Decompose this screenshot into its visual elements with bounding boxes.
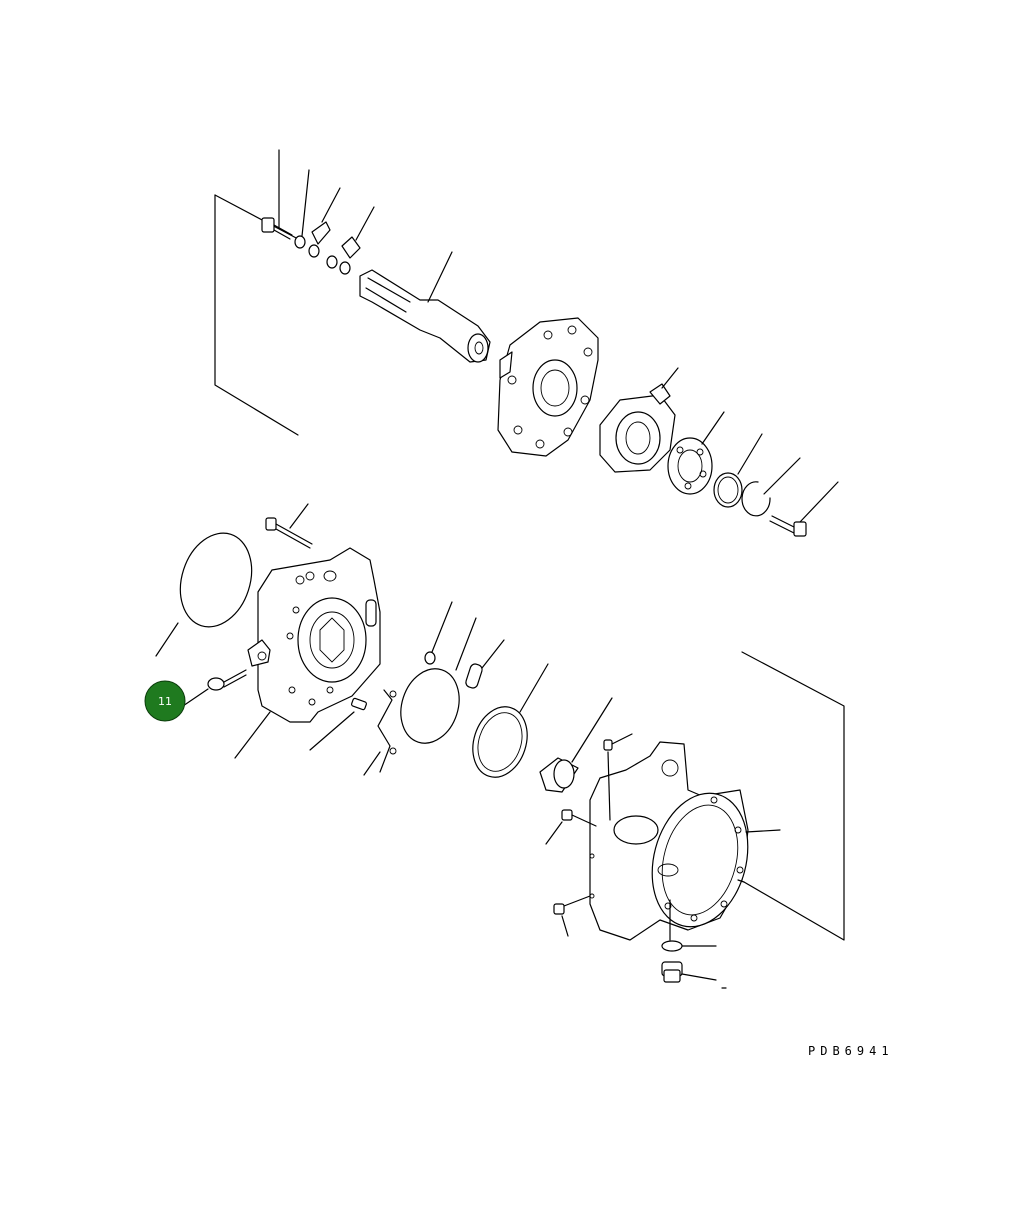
- snap-ring-1: [713, 433, 763, 508]
- bolt-upper: [261, 149, 293, 240]
- gasket: [363, 689, 397, 776]
- valve-housing: [234, 547, 381, 759]
- drive-shaft: [359, 251, 491, 363]
- spacer-washers: [326, 206, 375, 275]
- seal-small: [465, 639, 505, 689]
- o-ring-mid: [400, 617, 477, 744]
- drawing-code: PDB6941: [808, 1044, 894, 1058]
- main-housing: [589, 741, 781, 941]
- front-flange-housing: [497, 317, 599, 457]
- callout-circle[interactable]: [144, 680, 186, 722]
- callout-label[interactable]: 11: [158, 695, 172, 708]
- bolt-right: [769, 481, 839, 537]
- small-o-ring: [424, 601, 453, 665]
- pin: [309, 697, 367, 751]
- callout-11[interactable]: 11: [144, 680, 186, 722]
- seal-retainer: [599, 367, 679, 473]
- plug-bottom: [553, 895, 591, 937]
- upper-group-bracket: [214, 194, 301, 436]
- o-ring-large-left: [155, 532, 253, 657]
- eye-bolt: [179, 669, 247, 709]
- snap-ring-2: [741, 457, 801, 517]
- ring-seal: [472, 663, 549, 778]
- bushing: [539, 697, 613, 793]
- plug-left: [545, 809, 597, 845]
- drain-o-ring: [661, 899, 717, 952]
- drain-plug: [661, 961, 727, 989]
- plug-top: [603, 733, 633, 821]
- lower-group-bracket: [741, 651, 845, 941]
- bearing: [667, 411, 725, 495]
- lock-plate: [308, 187, 341, 258]
- washer-1: [294, 169, 310, 249]
- bolt-middle: [265, 503, 313, 549]
